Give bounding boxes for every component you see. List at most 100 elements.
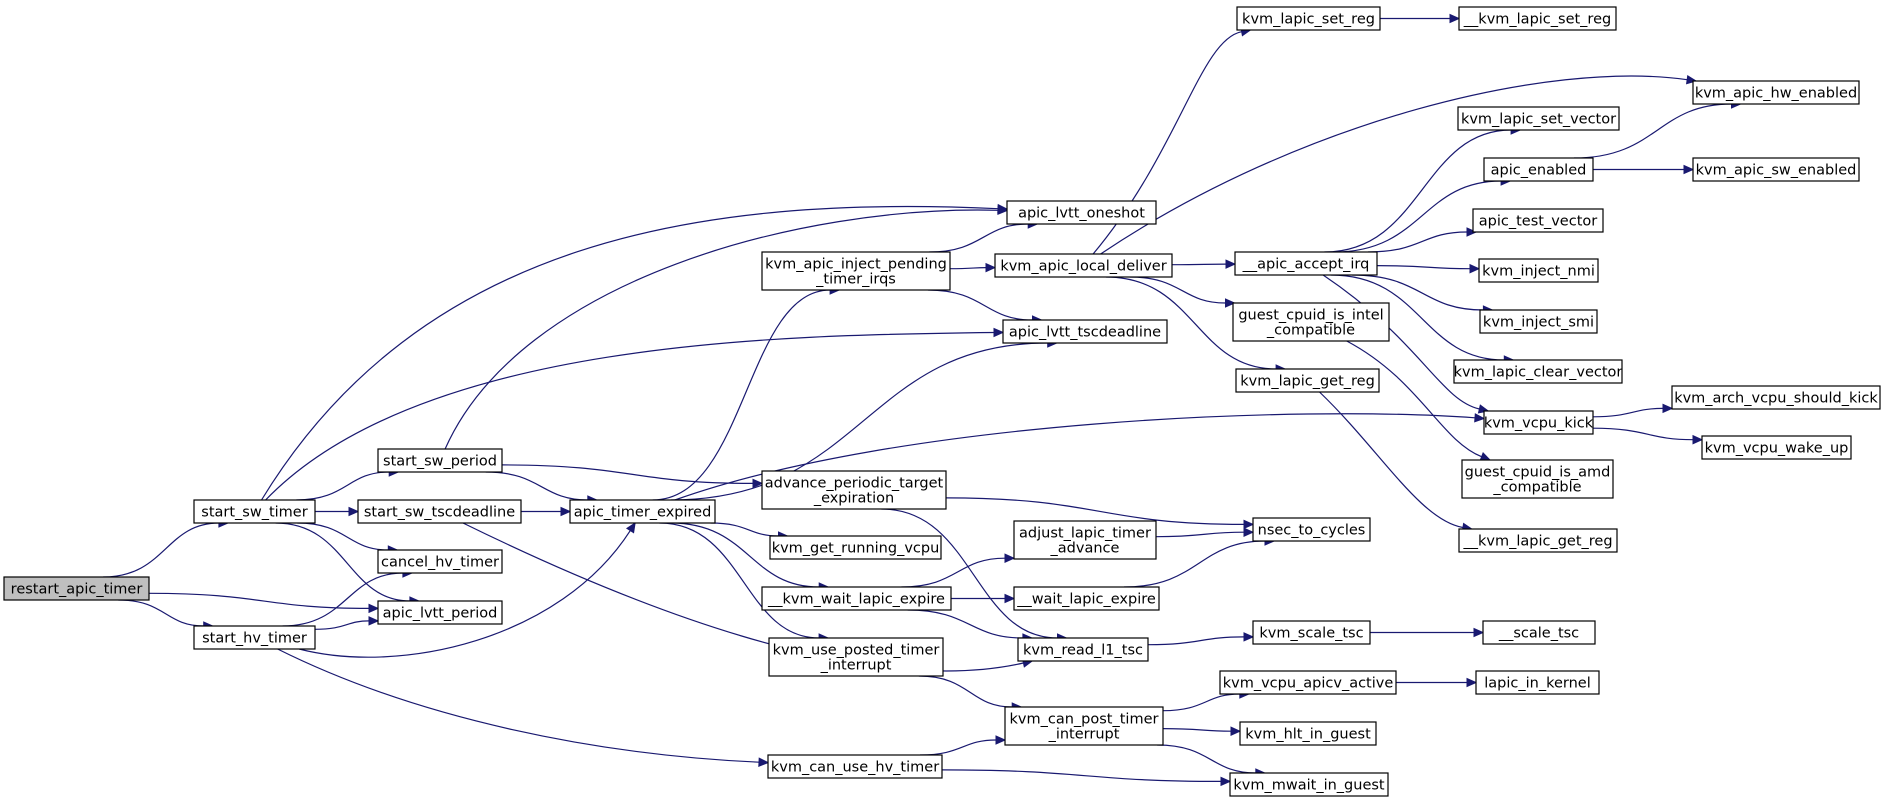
edge-line <box>670 522 820 588</box>
edge-apic-accept-irq-to-kvm-inject-nmi <box>1376 263 1481 274</box>
node-apic-lvtt-period[interactable]: apic_lvtt_period <box>377 600 503 625</box>
node-box <box>1482 620 1596 645</box>
edge-start-hv-timer-to-kvm-can-use-hv-timer <box>277 648 770 767</box>
edge-line <box>674 413 1476 501</box>
node-kvm-apic-inject-pending-timer-irqs[interactable]: kvm_apic_inject_pending_timer_irqs <box>761 251 951 291</box>
node-label: cancel_hv_timer <box>381 555 499 571</box>
node-kvm-vcpu-kick[interactable]: kvm_vcpu_kick <box>1483 410 1594 435</box>
edge-line <box>103 522 219 578</box>
node-guest-cpuid-is-amd-compatible[interactable]: guest_cpuid_is_amd_compatible <box>1461 459 1614 499</box>
node-kvm-lapic-set-reg[interactable]: __kvm_lapic_set_reg <box>1458 6 1617 31</box>
node-kvm-arch-vcpu-should-kick[interactable]: kvm_arch_vcpu_should_kick <box>1671 385 1881 410</box>
node-label: kvm_inject_smi <box>1483 315 1594 331</box>
node-scale-tsc[interactable]: __scale_tsc <box>1482 620 1596 645</box>
edge-line <box>1367 231 1468 253</box>
node-guest-cpuid-is-intel-compatible[interactable]: guest_cpuid_is_intel_compatible <box>1232 302 1390 342</box>
edge-line <box>927 289 1033 321</box>
node-kvm-inject-nmi[interactable]: kvm_inject_nmi <box>1478 258 1599 283</box>
node-box <box>569 499 716 524</box>
edge-start-sw-period-to-advance-periodic-target-expiration <box>501 464 764 489</box>
node-restart-apic-timer[interactable]: restart_apic_timer <box>3 576 150 601</box>
edge-line <box>1376 265 1471 270</box>
node-apic-accept-irq[interactable]: __apic_accept_irq <box>1234 251 1378 276</box>
edge-line <box>1319 391 1464 529</box>
node-kvm-lapic-get-reg[interactable]: __kvm_lapic_get_reg <box>1458 528 1618 553</box>
edge-kvm-vcpu-kick-to-kvm-vcpu-wake-up <box>1592 427 1704 445</box>
node-box <box>761 586 952 611</box>
arrowhead <box>1004 593 1016 604</box>
edge-line <box>501 464 754 484</box>
node-kvm-lapic-clear-vector[interactable]: kvm_lapic_clear_vector <box>1453 359 1623 384</box>
arrowhead <box>560 506 572 517</box>
node-apic-test-vector[interactable]: apic_test_vector <box>1472 208 1604 233</box>
edge-kvm-lapic-set-reg-to-kvm-lapic-set-reg <box>1380 13 1461 24</box>
node-start-sw-timer[interactable]: start_sw_timer <box>193 499 316 524</box>
node-label: kvm_apic_local_deliver <box>1000 259 1166 275</box>
node-advance-periodic-target-expiration[interactable]: advance_periodic_target_expiration <box>761 470 947 510</box>
node-apic-enabled[interactable]: apic_enabled <box>1483 157 1594 182</box>
node-cancel-hv-timer[interactable]: cancel_hv_timer <box>377 549 503 574</box>
node-kvm-inject-smi[interactable]: kvm_inject_smi <box>1479 309 1598 334</box>
node-kvm-get-running-vcpu[interactable]: kvm_get_running_vcpu <box>769 535 942 560</box>
node-box <box>1692 80 1860 105</box>
edge-line <box>1346 340 1482 458</box>
node-label: kvm_lapic_set_reg <box>1242 12 1375 28</box>
node-apic-lvtt-tscdeadline[interactable]: apic_lvtt_tscdeadline <box>1002 319 1168 344</box>
edge-line <box>901 557 1006 588</box>
node-kvm-apic-local-deliver[interactable]: kvm_apic_local_deliver <box>994 253 1173 278</box>
node-label: __kvm_wait_lapic_expire <box>767 592 945 608</box>
node-kvm-mwait-in-guest[interactable]: kvm_mwait_in_guest <box>1229 772 1389 797</box>
edge-apic-timer-expired-to-kvm-apic-inject-pending-timer-irqs <box>652 285 841 501</box>
edge-start-sw-timer-to-start-sw-tscdeadline <box>314 506 360 517</box>
node-kvm-can-post-timer-interrupt[interactable]: kvm_can_post_timer_interrupt <box>1004 706 1164 746</box>
edge-start-hv-timer-to-apic-timer-expired <box>298 521 636 658</box>
node-kvm-read-l1-tsc[interactable]: kvm_read_l1_tsc <box>1017 637 1149 662</box>
node-kvm-use-posted-timer-interrupt[interactable]: kvm_use_posted_timer_interrupt <box>768 637 944 677</box>
edge-line <box>919 739 997 756</box>
node-adjust-lapic-timer-advance[interactable]: adjust_lapic_timer_advance <box>1013 520 1157 560</box>
edge-line <box>282 572 403 627</box>
node-label: kvm_inject_nmi <box>1482 264 1595 280</box>
node-start-sw-period[interactable]: start_sw_period <box>377 448 503 473</box>
node-box <box>761 251 951 291</box>
node-kvm-wait-lapic-expire[interactable]: __kvm_wait_lapic_expire <box>761 586 952 611</box>
node-label: kvm_lapic_get_reg <box>1240 374 1375 390</box>
edge-kvm-can-use-hv-timer-to-kvm-can-post-timer-interrupt <box>919 735 1007 756</box>
edge-line <box>1100 75 1688 255</box>
node-label: nsec_to_cycles <box>1258 523 1366 539</box>
node-kvm-lapic-set-reg[interactable]: kvm_lapic_set_reg <box>1236 6 1381 31</box>
node-label: apic_lvtt_oneshot <box>1018 206 1145 222</box>
node-label: __apic_accept_irq <box>1242 257 1370 273</box>
node-apic-timer-expired[interactable]: apic_timer_expired <box>569 499 716 524</box>
node-box <box>1483 410 1594 435</box>
node-kvm-apic-hw-enabled[interactable]: kvm_apic_hw_enabled <box>1692 80 1860 105</box>
edge-start-hv-timer-to-apic-lvtt-period <box>314 616 380 630</box>
node-start-hv-timer[interactable]: start_hv_timer <box>193 625 316 650</box>
arrowhead <box>1243 519 1255 530</box>
node-kvm-scale-tsc[interactable]: kvm_scale_tsc <box>1252 620 1371 645</box>
node-box <box>1013 586 1160 611</box>
node-wait-lapic-expire[interactable]: __wait_lapic_expire <box>1013 586 1160 611</box>
node-nsec-to-cycles[interactable]: nsec_to_cycles <box>1252 517 1371 542</box>
node-box <box>1002 319 1168 344</box>
node-kvm-vcpu-wake-up[interactable]: kvm_vcpu_wake_up <box>1701 435 1852 460</box>
edge-kvm-apic-local-deliver-to-apic-accept-irq <box>1171 259 1237 269</box>
node-kvm-lapic-set-vector[interactable]: kvm_lapic_set_vector <box>1457 106 1620 131</box>
node-kvm-apic-sw-enabled[interactable]: kvm_apic_sw_enabled <box>1692 157 1860 182</box>
node-start-sw-tscdeadline[interactable]: start_sw_tscdeadline <box>357 499 522 524</box>
arrowhead <box>1225 298 1236 308</box>
edge-line <box>1105 276 1277 370</box>
node-lapic-in-kernel[interactable]: lapic_in_kernel <box>1475 670 1600 695</box>
node-kvm-lapic-get-reg[interactable]: kvm_lapic_get_reg <box>1235 368 1380 393</box>
node-kvm-can-use-hv-timer[interactable]: kvm_can_use_hv_timer <box>767 754 943 779</box>
edge-kvm-use-posted-timer-interrupt-to-kvm-can-post-timer-interrupt <box>918 675 1023 712</box>
node-apic-lvtt-oneshot[interactable]: apic_lvtt_oneshot <box>1006 200 1157 225</box>
node-box <box>1234 251 1378 276</box>
edge-adjust-lapic-timer-advance-to-nsec-to-cycles <box>1155 527 1255 538</box>
edge-line <box>918 675 1013 708</box>
edge-apic-timer-expired-to-kvm-vcpu-kick <box>674 413 1486 501</box>
node-kvm-hlt-in-guest[interactable]: kvm_hlt_in_guest <box>1239 721 1377 746</box>
node-box <box>1461 459 1614 499</box>
node-kvm-vcpu-apicv-active[interactable]: kvm_vcpu_apicv_active <box>1219 670 1397 695</box>
edge-line <box>1592 427 1694 441</box>
